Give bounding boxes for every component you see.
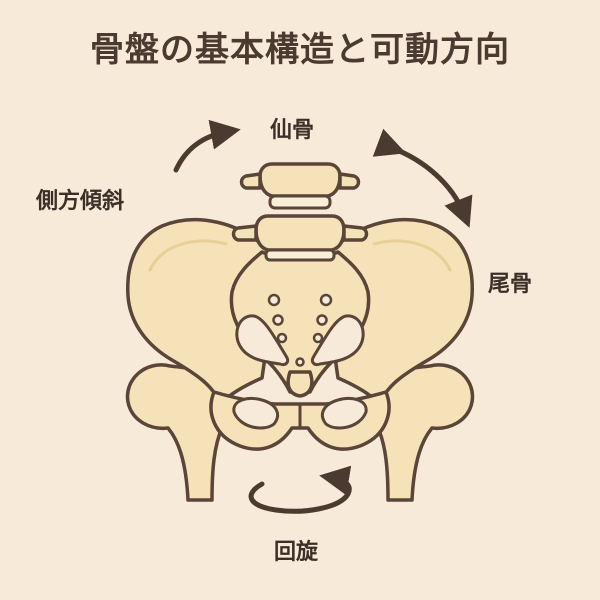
pelvic-inlet	[235, 314, 290, 366]
left-ilium	[126, 218, 271, 406]
vertebra-lower-process-left	[231, 224, 258, 242]
left-iliac-shading	[148, 239, 228, 272]
disc-lower	[264, 248, 336, 262]
vertebra-lower-process-right	[342, 224, 369, 242]
rotation-arrow	[248, 465, 352, 514]
pelvic-inlet-right	[310, 314, 365, 366]
label-sacrum: 仙骨	[270, 118, 315, 143]
right-iliac-shading	[372, 239, 452, 272]
vertebra-upper	[258, 162, 342, 198]
label-rotation: 回旋	[274, 540, 319, 565]
lateral-tilt-arrow	[173, 119, 241, 173]
disc-upper	[268, 194, 332, 210]
page-title: 骨盤の基本構造と可動方向	[90, 30, 510, 70]
label-coccyx: 尾骨	[488, 272, 533, 297]
left-obturator-foramen	[232, 397, 279, 430]
coccyx-motion-arrow	[372, 128, 473, 228]
vertebra-lower	[254, 214, 346, 252]
vertebra-upper-process-left	[239, 172, 262, 190]
vertebra-upper-process-right	[338, 172, 361, 190]
label-lateral-tilt: 側方傾斜	[36, 189, 125, 214]
coccyx	[286, 370, 314, 398]
sacral-foramina	[267, 293, 333, 367]
right-obturator-foramen	[321, 397, 368, 430]
